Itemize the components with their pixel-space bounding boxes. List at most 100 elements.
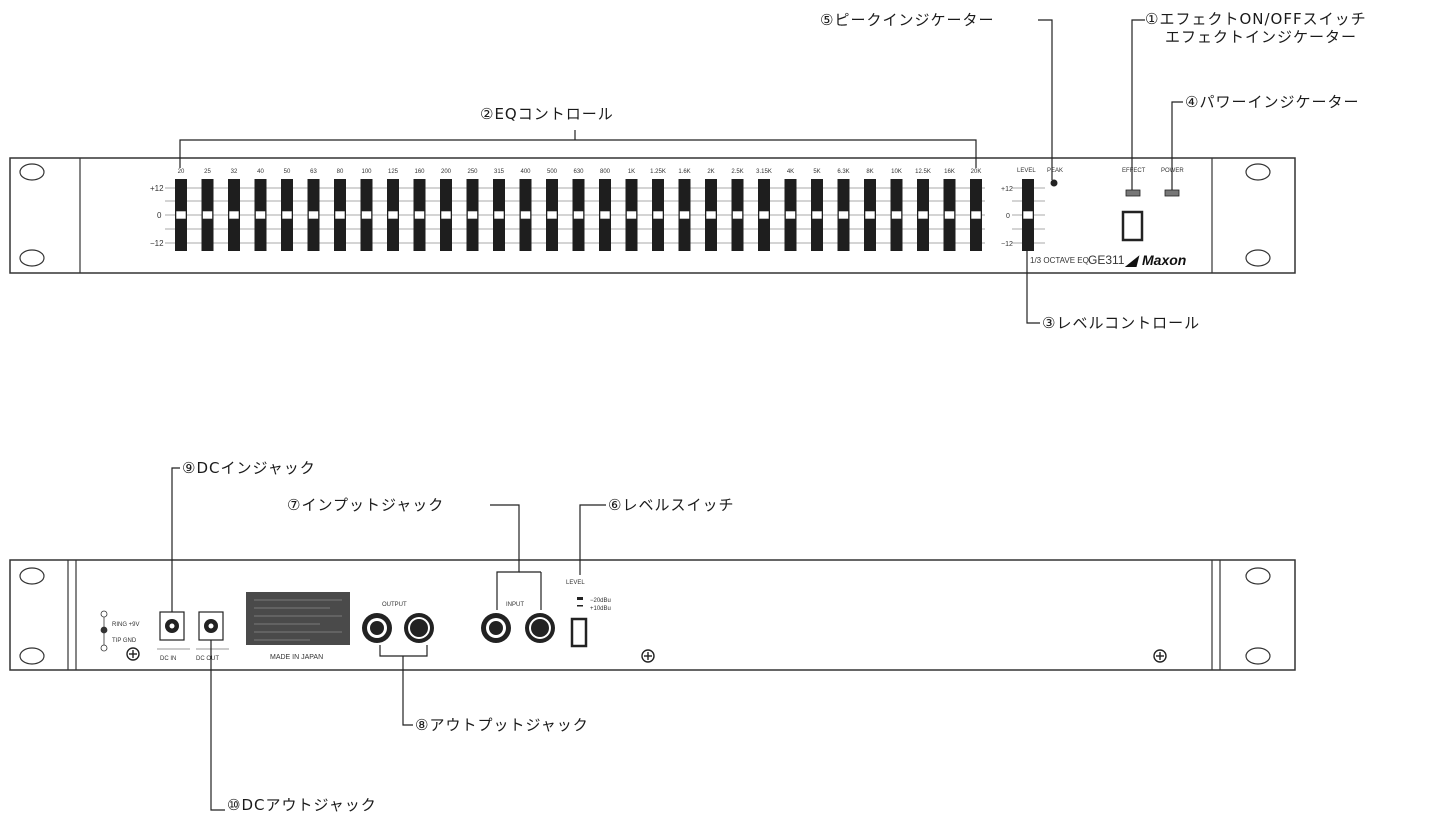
callout-effect-switch: ①エフェクトON/OFFスイッチ エフェクトインジケーター	[1145, 10, 1367, 46]
brand-logo: ◢	[1124, 252, 1140, 268]
callout-effect-switch-line2: エフェクトインジケーター	[1165, 28, 1358, 46]
output-label: OUTPUT	[382, 602, 407, 608]
eq-fader-knob[interactable]	[281, 210, 293, 220]
eq-fader-knob[interactable]	[202, 210, 213, 220]
callout-output-jack: ⑧アウトプットジャック	[415, 716, 589, 734]
eq-fader-knob[interactable]	[785, 210, 796, 220]
level-scale-bottom: −12	[1001, 241, 1013, 248]
eq-fader-knob[interactable]	[626, 210, 637, 220]
output-jack-right[interactable]	[404, 613, 434, 643]
eq-fader-knob[interactable]	[493, 210, 505, 220]
callout-level-control: ③レベルコントロール	[1042, 314, 1201, 332]
eq-band-label: 1.25K	[650, 169, 666, 175]
eq-band-label: 32	[231, 169, 238, 175]
eq-fader-knob[interactable]	[838, 210, 849, 220]
power-indicator	[1164, 189, 1180, 197]
eq-fader-knob[interactable]	[546, 210, 558, 220]
rack-hole	[19, 647, 45, 665]
eq-fader-knob[interactable]	[864, 210, 876, 220]
rack-hole	[19, 567, 45, 585]
eq-fader-knob[interactable]	[652, 210, 664, 220]
eq-fader-knob[interactable]	[175, 210, 187, 220]
eq-fader-knob[interactable]	[308, 210, 319, 220]
eq-band-label: 200	[441, 169, 452, 175]
input-jack-left[interactable]	[481, 613, 511, 643]
polarity-diagram	[100, 610, 108, 652]
eq-fader-knob[interactable]	[361, 210, 372, 220]
callout-effect-switch-line1: ①エフェクトON/OFFスイッチ	[1145, 10, 1367, 28]
dc-in-label: DC IN	[160, 656, 176, 662]
peak-indicator	[1050, 179, 1058, 187]
made-in-label: MADE IN JAPAN	[270, 654, 323, 661]
eq-band-label: 63	[310, 169, 317, 175]
eq-fader-knob[interactable]	[811, 210, 823, 220]
scale-bottom-label: −12	[150, 239, 164, 248]
scale-top-label: +12	[150, 184, 164, 193]
eq-fader-knob[interactable]	[917, 210, 929, 220]
power-label: POWER	[1161, 168, 1184, 174]
rack-hole	[1245, 249, 1271, 267]
eq-fader-knob[interactable]	[520, 210, 531, 220]
eq-band-label: 500	[547, 169, 558, 175]
rack-hole	[19, 249, 45, 267]
eq-fader-knob[interactable]	[255, 210, 266, 220]
input-label: INPUT	[506, 602, 524, 608]
level-switch[interactable]	[570, 617, 588, 648]
eq-band-label: 800	[600, 169, 611, 175]
rack-hole	[1245, 647, 1271, 665]
spec-plate	[246, 592, 350, 645]
eq-fader-knob[interactable]	[732, 210, 743, 220]
eq-band-label: 2.5K	[731, 169, 743, 175]
eq-fader-knob[interactable]	[679, 210, 690, 220]
eq-band-label: 10K	[891, 169, 902, 175]
eq-fader-knob[interactable]	[758, 210, 770, 220]
callout-eq-control: ②EQコントロール	[480, 105, 614, 123]
eq-fader-knob[interactable]	[970, 210, 982, 220]
eq-band-label: 125	[388, 169, 399, 175]
eq-band-label: 20K	[971, 169, 982, 175]
eq-fader-knob[interactable]	[414, 210, 425, 220]
effect-switch[interactable]	[1121, 210, 1144, 242]
level-fader-knob[interactable]	[1022, 210, 1034, 220]
eq-band-label: 50	[284, 169, 291, 175]
eq-fader-knob[interactable]	[440, 210, 452, 220]
eq-fader-knob[interactable]	[705, 210, 717, 220]
eq-band-label: 1.6K	[678, 169, 690, 175]
eq-fader-knob[interactable]	[387, 210, 399, 220]
model-label: 1/3 OCTAVE EQ	[1030, 256, 1089, 265]
rear-level-label: LEVEL	[566, 580, 585, 586]
screw-icon	[641, 649, 655, 663]
eq-band-label: 16K	[944, 169, 955, 175]
level-scale-top: +12	[1001, 186, 1013, 193]
dc-out-label: DC OUT	[196, 656, 219, 662]
eq-fader-knob[interactable]	[599, 210, 611, 220]
eq-band-label: 250	[467, 169, 478, 175]
output-jack-left[interactable]	[362, 613, 392, 643]
level-label: LEVEL	[1017, 168, 1036, 174]
level-option-high: −20dBu	[590, 598, 611, 604]
eq-band-label: 100	[361, 169, 372, 175]
eq-band-label: 12.5K	[915, 169, 931, 175]
eq-fader-knob[interactable]	[944, 210, 955, 220]
eq-band-label: 630	[573, 169, 584, 175]
scale-mid-label: 0	[157, 211, 162, 220]
tip-label: TIP GND	[112, 638, 137, 644]
eq-band-label: 3.15K	[756, 169, 772, 175]
rack-hole	[19, 163, 45, 181]
front-callout-lines	[179, 19, 1183, 324]
brand-name: Maxon	[1142, 252, 1186, 268]
model-number: GE311	[1088, 253, 1125, 267]
callout-input-jack: ⑦インプットジャック	[287, 496, 445, 514]
rack-hole	[1245, 567, 1271, 585]
eq-fader-knob[interactable]	[573, 210, 584, 220]
effect-label: EFFECT	[1122, 168, 1146, 174]
eq-fader-knob[interactable]	[334, 210, 346, 220]
eq-fader-knob[interactable]	[228, 210, 240, 220]
screw-icon	[1153, 649, 1167, 663]
input-jack-right[interactable]	[525, 613, 555, 643]
eq-fader-group[interactable]	[175, 179, 982, 251]
eq-fader-knob[interactable]	[467, 210, 478, 220]
eq-fader-knob[interactable]	[891, 210, 902, 220]
callout-dc-out-jack: ⑩DCアウトジャック	[227, 796, 377, 814]
